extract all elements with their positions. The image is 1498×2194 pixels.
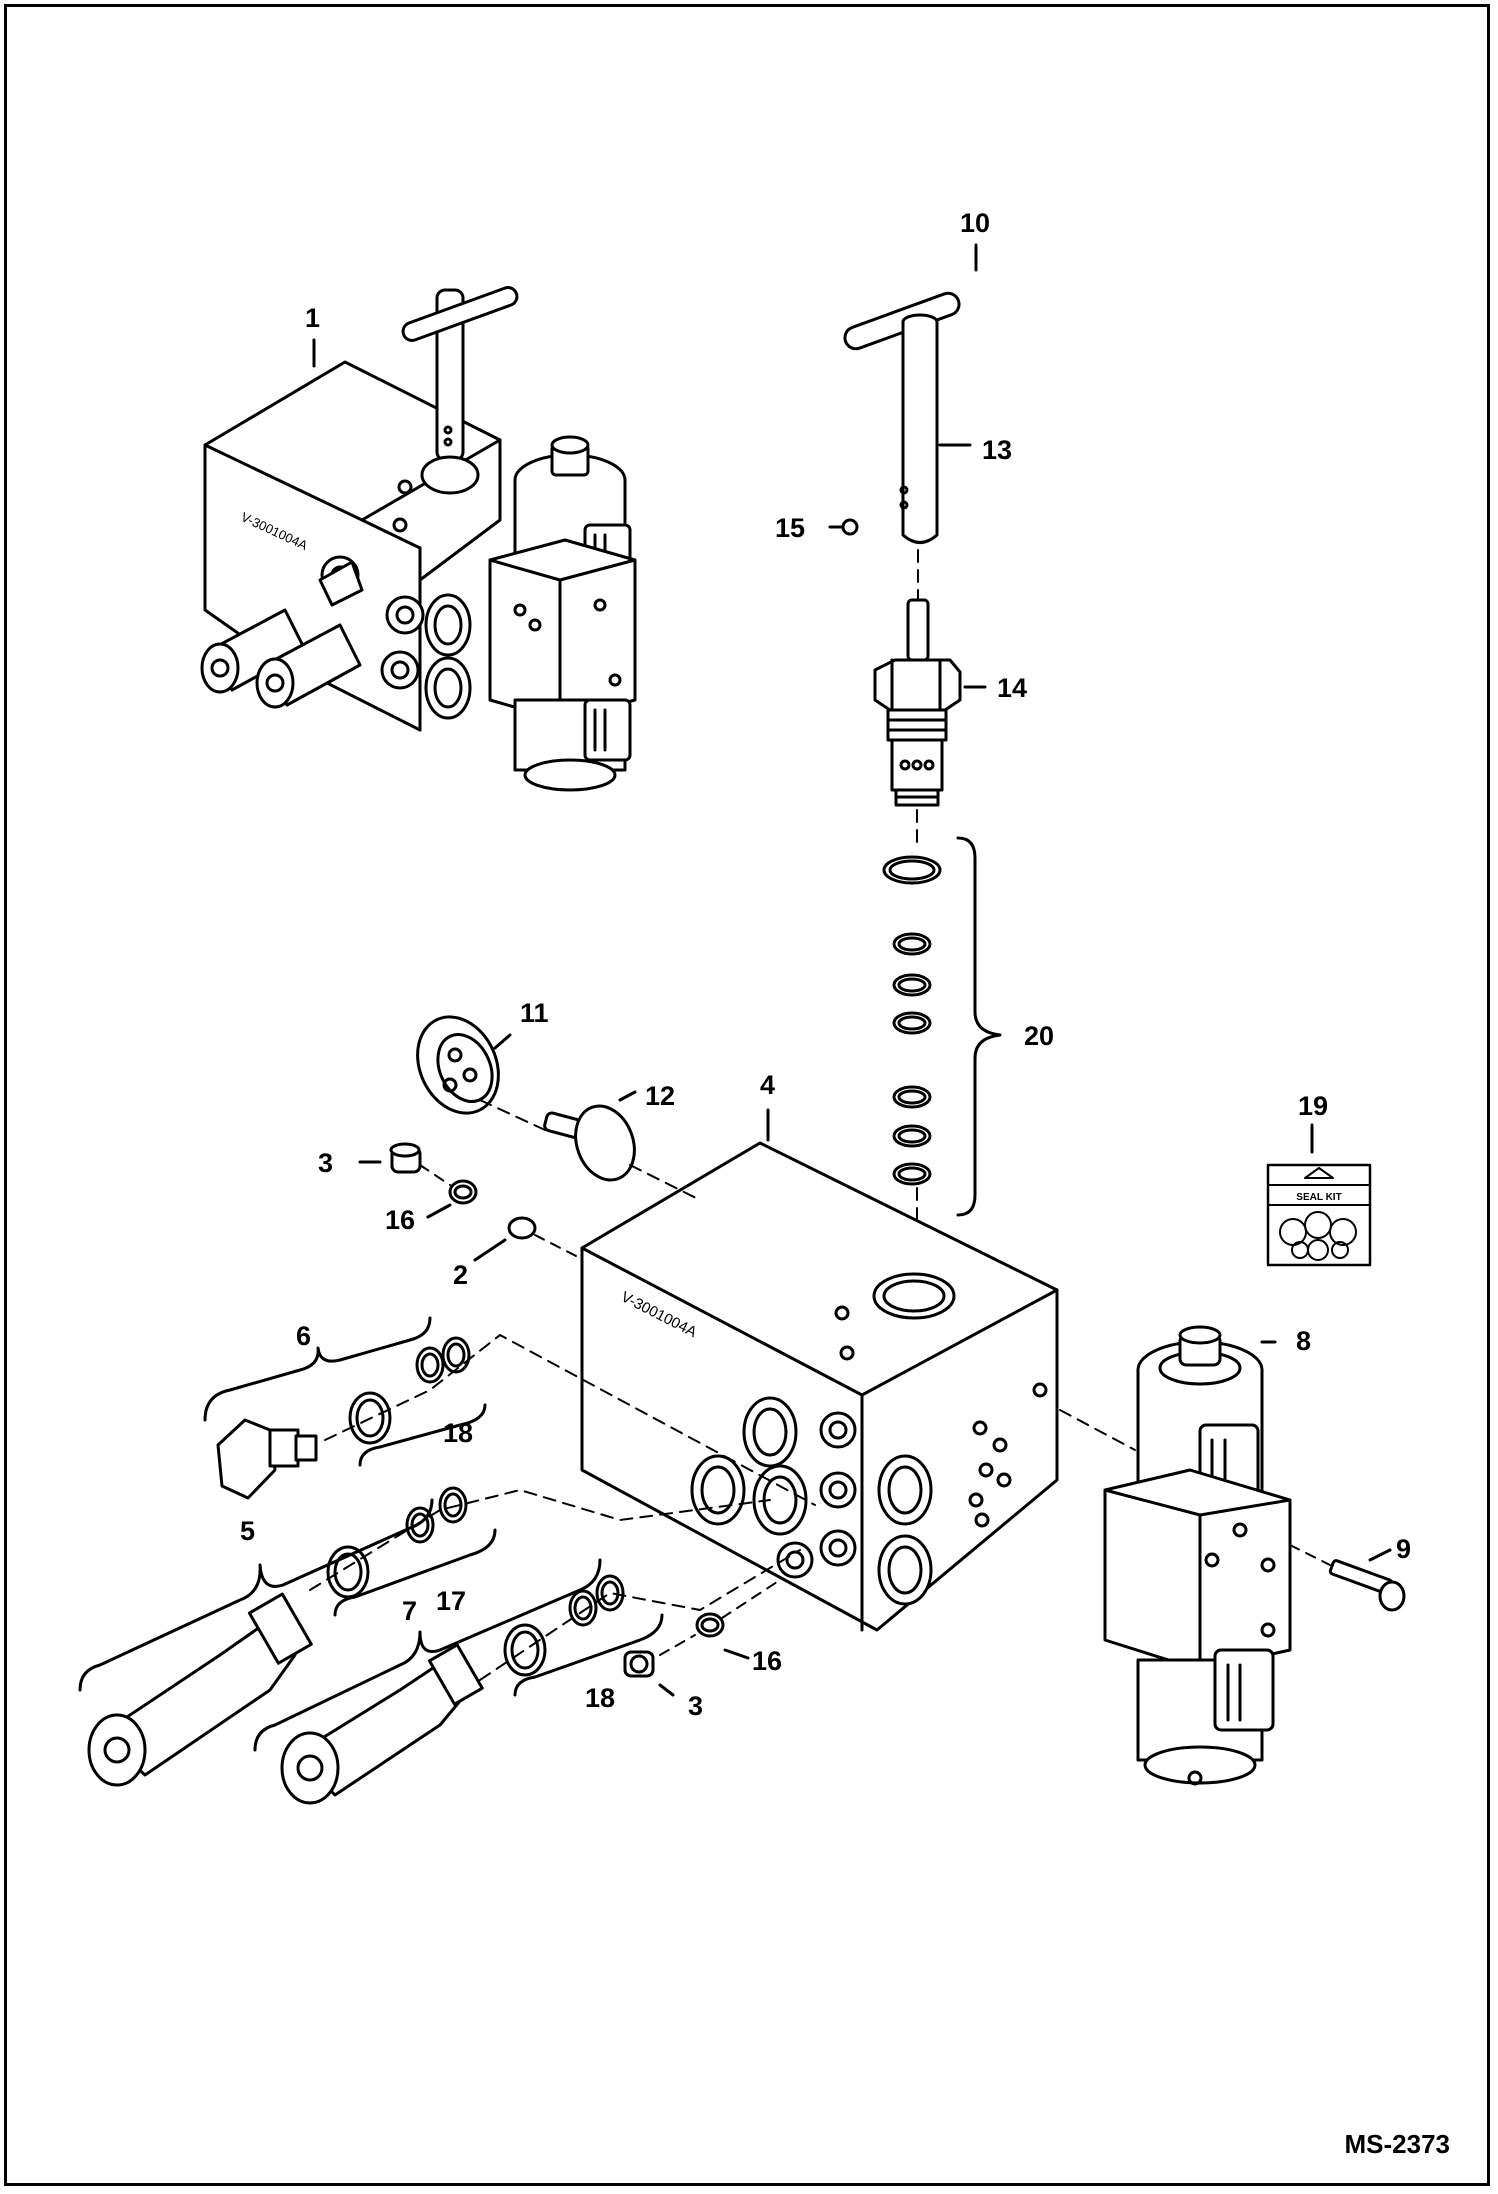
callout-16-upper: 16 <box>385 1205 416 1235</box>
seal-kit-label: SEAL KIT <box>1296 1192 1341 1203</box>
callout-6: 6 <box>296 1321 312 1351</box>
callout-13: 13 <box>982 435 1013 465</box>
drawing-border <box>4 4 1490 2186</box>
part-20-seal-rings <box>882 855 942 1186</box>
part-16-oring-upper <box>448 1179 478 1205</box>
assembly-1-solenoid <box>488 435 637 792</box>
part-7-relief-valve <box>280 1643 484 1805</box>
callout-17: 17 <box>436 1586 467 1616</box>
part-5-relief-valve <box>87 1592 313 1787</box>
assembly-1-valve-block: V-3001004A <box>200 286 637 792</box>
leader-lines <box>312 243 1392 1697</box>
callout-3-lower: 3 <box>688 1691 704 1721</box>
part-18-seals <box>503 1574 625 1677</box>
part-5-plug-relief <box>216 1418 318 1500</box>
part-3-plug-lower <box>623 1650 655 1678</box>
part-15-set-screw <box>841 518 859 536</box>
part-13-handle-shaft <box>899 320 939 544</box>
callout-18-lower: 18 <box>585 1683 616 1713</box>
callout-2: 2 <box>453 1260 469 1290</box>
part-11-cap <box>416 1015 500 1115</box>
callout-11: 11 <box>520 998 549 1028</box>
part-2-plug <box>507 1216 537 1240</box>
assembly-1-t-handle <box>401 286 519 495</box>
callout-7: 7 <box>402 1596 418 1626</box>
callout-16-lower: 16 <box>752 1646 783 1676</box>
part-16-oring-lower <box>695 1612 725 1638</box>
drawing-code: MS-2373 <box>1344 2129 1451 2159</box>
callout-8: 8 <box>1296 1326 1312 1356</box>
callout-5: 5 <box>240 1516 256 1546</box>
callout-19: 19 <box>1298 1091 1329 1121</box>
part-9-bolt <box>1328 1559 1406 1612</box>
callout-15: 15 <box>775 513 806 543</box>
callout-1: 1 <box>305 303 321 333</box>
part-6-seals <box>348 1336 471 1445</box>
callout-10: 10 <box>960 208 991 238</box>
part-8-solenoid-valve <box>1103 1325 1292 1786</box>
callout-14: 14 <box>997 673 1028 703</box>
part-4-valve-block: V-3001004A <box>580 1141 1059 1632</box>
part-3-plug-upper <box>389 1142 422 1174</box>
part-14-cartridge-valve <box>873 598 962 807</box>
callout-9: 9 <box>1396 1534 1412 1564</box>
callout-20: 20 <box>1024 1021 1055 1051</box>
callout-3-upper: 3 <box>318 1148 334 1178</box>
callout-12: 12 <box>645 1081 676 1111</box>
callout-4: 4 <box>760 1070 776 1100</box>
part-17-seals <box>326 1486 468 1599</box>
callout-18-upper: 18 <box>443 1418 474 1448</box>
part-19-seal-kit: SEAL KIT <box>1266 1163 1372 1267</box>
part-12-plunger <box>543 1104 636 1182</box>
